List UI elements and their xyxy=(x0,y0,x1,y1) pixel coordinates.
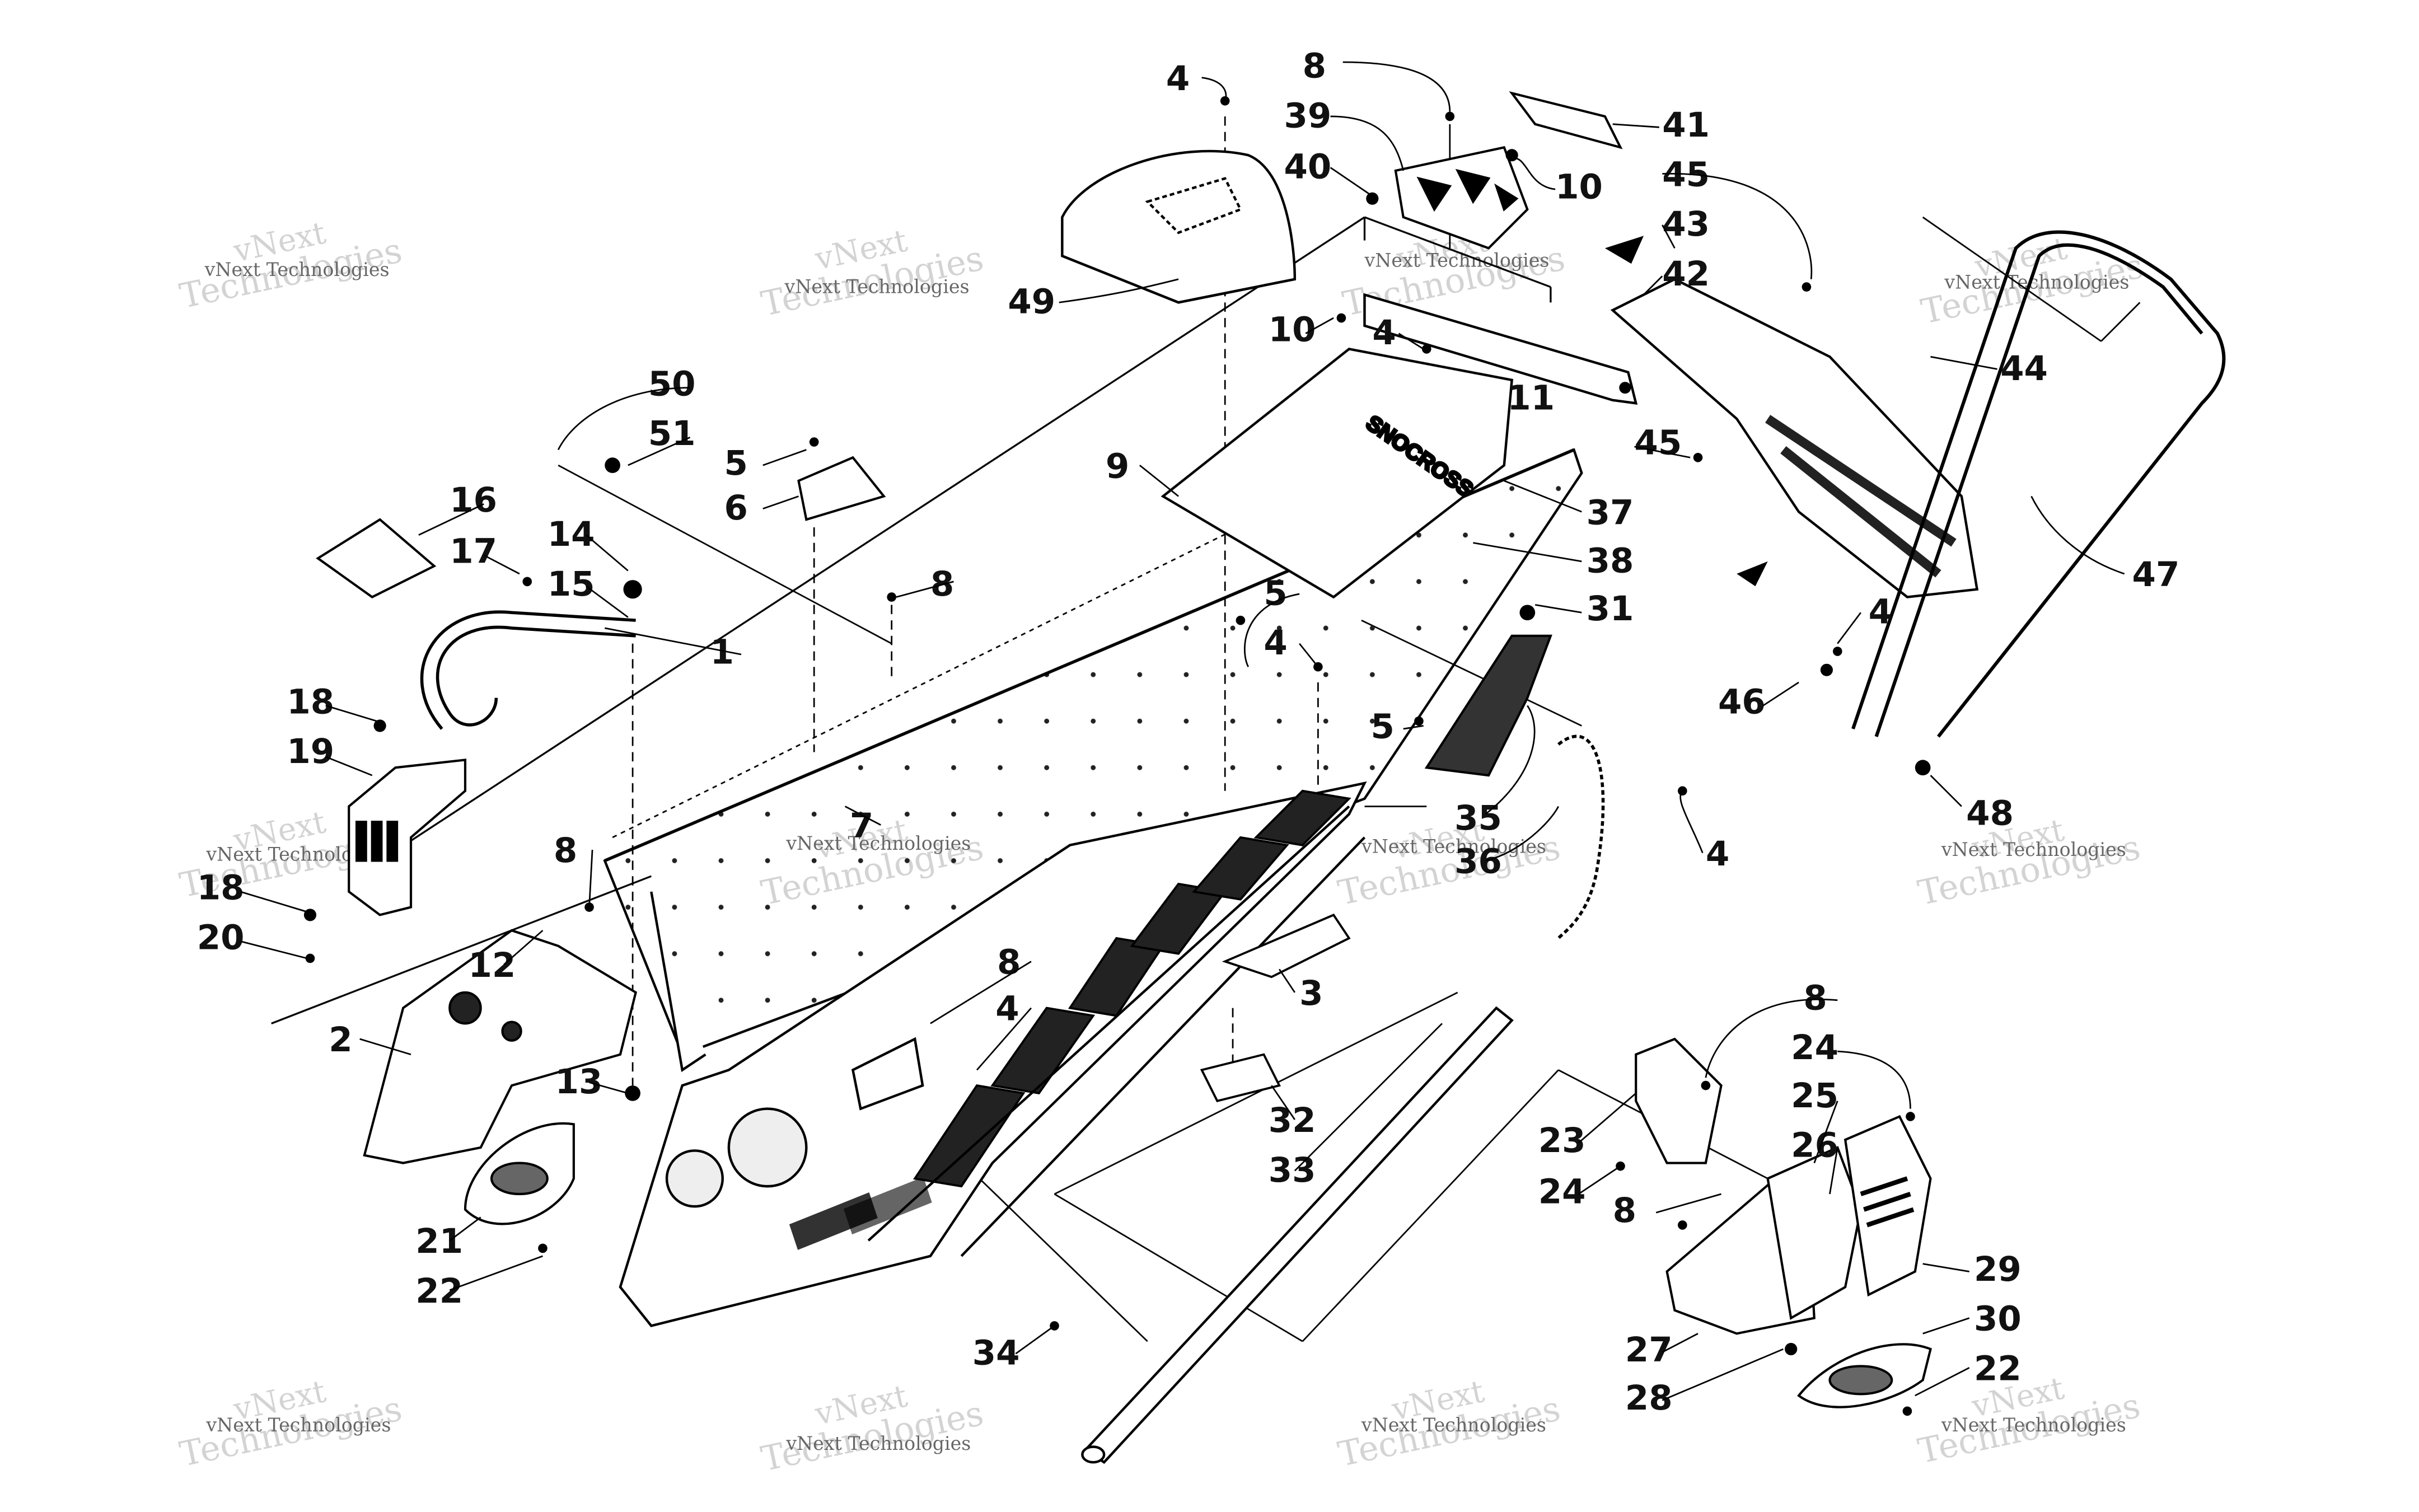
watermark: vNext Technologies xyxy=(1361,1414,1546,1436)
cover-part-16 xyxy=(316,518,437,599)
fasteners xyxy=(303,96,1931,1416)
callout-19: 19 xyxy=(287,732,334,771)
callout-20: 20 xyxy=(197,918,245,957)
callout-24: 24 xyxy=(1538,1172,1586,1212)
callout-22: 22 xyxy=(1974,1349,2022,1388)
watermark: vNext Technologies xyxy=(1361,836,1546,858)
rear-bumper-part-47 xyxy=(1851,230,2226,738)
callout-35: 35 xyxy=(1454,798,1502,838)
callout-45: 45 xyxy=(1634,423,1682,463)
callout-8: 8 xyxy=(997,943,1021,982)
cover-part-6 xyxy=(797,456,886,521)
callout-38: 38 xyxy=(1587,541,1634,581)
callout-21: 21 xyxy=(415,1221,463,1261)
callout-12: 12 xyxy=(469,945,516,985)
rear-panel-assembly xyxy=(1635,1037,1932,1408)
callout-9: 9 xyxy=(1106,446,1129,486)
callout-4: 4 xyxy=(995,989,1019,1029)
watermark: vNext Technologies xyxy=(205,1414,391,1436)
callout-48: 48 xyxy=(1966,794,2014,834)
callout-5: 5 xyxy=(724,443,748,483)
watermark: vNext Technologies xyxy=(1941,839,2126,860)
callout-4: 4 xyxy=(1372,313,1396,353)
callout-22: 22 xyxy=(415,1271,463,1311)
callout-5: 5 xyxy=(1371,707,1395,747)
callout-23: 23 xyxy=(1538,1121,1586,1160)
watermark: vNext Technologies xyxy=(758,1378,987,1480)
callout-29: 29 xyxy=(1974,1249,2022,1289)
callout-11: 11 xyxy=(1507,378,1555,418)
strap-part-32 xyxy=(1200,1053,1281,1103)
chain-strap xyxy=(1557,734,1605,939)
callout-41: 41 xyxy=(1662,105,1710,145)
callout-10: 10 xyxy=(1555,167,1603,207)
callout-6: 6 xyxy=(724,488,748,528)
tunnel-outline-lines xyxy=(271,216,1552,1024)
callout-25: 25 xyxy=(1791,1076,1838,1116)
callout-30: 30 xyxy=(1974,1299,2022,1339)
tunnel-assembly: SNOCROSS xyxy=(603,293,1638,1073)
callout-13: 13 xyxy=(555,1062,603,1102)
callout-51: 51 xyxy=(648,414,696,453)
footrest-slats xyxy=(867,789,1366,1257)
grab-bar-part-15 xyxy=(420,610,636,730)
callout-3: 3 xyxy=(1299,973,1323,1013)
watermark: vNext Technologies xyxy=(1944,271,2129,293)
callout-8: 8 xyxy=(1803,978,1827,1018)
callout-27: 27 xyxy=(1625,1330,1673,1370)
callout-7: 7 xyxy=(850,806,873,846)
callout-15: 15 xyxy=(548,564,595,604)
bracket-part-41 xyxy=(1509,91,1623,149)
callout-16: 16 xyxy=(450,480,497,520)
callout-49: 49 xyxy=(1008,282,1055,322)
callout-2: 2 xyxy=(329,1020,352,1060)
callout-46: 46 xyxy=(1718,682,1766,722)
watermark: vNext Technologies xyxy=(785,1433,971,1454)
callout-26: 26 xyxy=(1791,1126,1838,1165)
callout-28: 28 xyxy=(1625,1378,1673,1418)
callout-34: 34 xyxy=(972,1333,1020,1373)
callout-31: 31 xyxy=(1587,589,1634,629)
callout-leaders xyxy=(240,61,2125,1401)
callout-18: 18 xyxy=(287,682,334,722)
callout-43: 43 xyxy=(1662,204,1710,244)
bracket-part-3 xyxy=(1222,913,1351,979)
housing-part-21 xyxy=(464,1122,575,1225)
callout-36: 36 xyxy=(1454,842,1502,882)
arrow-markers xyxy=(1604,236,1768,587)
callout-4: 4 xyxy=(1706,834,1729,874)
panel-part-35 xyxy=(1424,634,1552,777)
callout-8: 8 xyxy=(1303,46,1326,86)
rod-part-33 xyxy=(1081,1006,1514,1464)
callout-32: 32 xyxy=(1269,1101,1316,1140)
callout-8: 8 xyxy=(554,831,577,870)
seat-bag-part-49 xyxy=(1061,149,1297,304)
callout-4: 4 xyxy=(1166,59,1190,99)
callout-42: 42 xyxy=(1662,254,1710,294)
callout-47: 47 xyxy=(2132,555,2180,594)
callout-4: 4 xyxy=(1869,592,1892,632)
watermark: vNext Technologies xyxy=(204,259,390,280)
callout-8: 8 xyxy=(1613,1191,1636,1230)
callout-18: 18 xyxy=(197,868,245,908)
callout-17: 17 xyxy=(450,532,497,572)
bracket-part-39 xyxy=(1394,146,1529,250)
callout-24: 24 xyxy=(1791,1028,1838,1068)
callout-40: 40 xyxy=(1284,147,1331,187)
callout-14: 14 xyxy=(548,514,595,554)
callout-39: 39 xyxy=(1284,96,1331,135)
callout-44: 44 xyxy=(2000,349,2048,388)
watermark: vNext Technologies xyxy=(1941,1414,2126,1436)
watermark: vNext Technologies xyxy=(784,276,970,298)
callout-10: 10 xyxy=(1269,310,1316,350)
watermark: vNext Technologies xyxy=(758,223,987,324)
bracket-part-19 xyxy=(348,759,467,916)
callout-4: 4 xyxy=(1264,623,1287,663)
callout-labels: 1 2 3 4 4 4 4 4 4 5 5 5 6 7 8 8 8 8 8 8 … xyxy=(197,46,2180,1418)
callout-37: 37 xyxy=(1587,493,1634,532)
watermark: vNext Technologies xyxy=(1364,250,1549,271)
callout-50: 50 xyxy=(648,364,696,404)
